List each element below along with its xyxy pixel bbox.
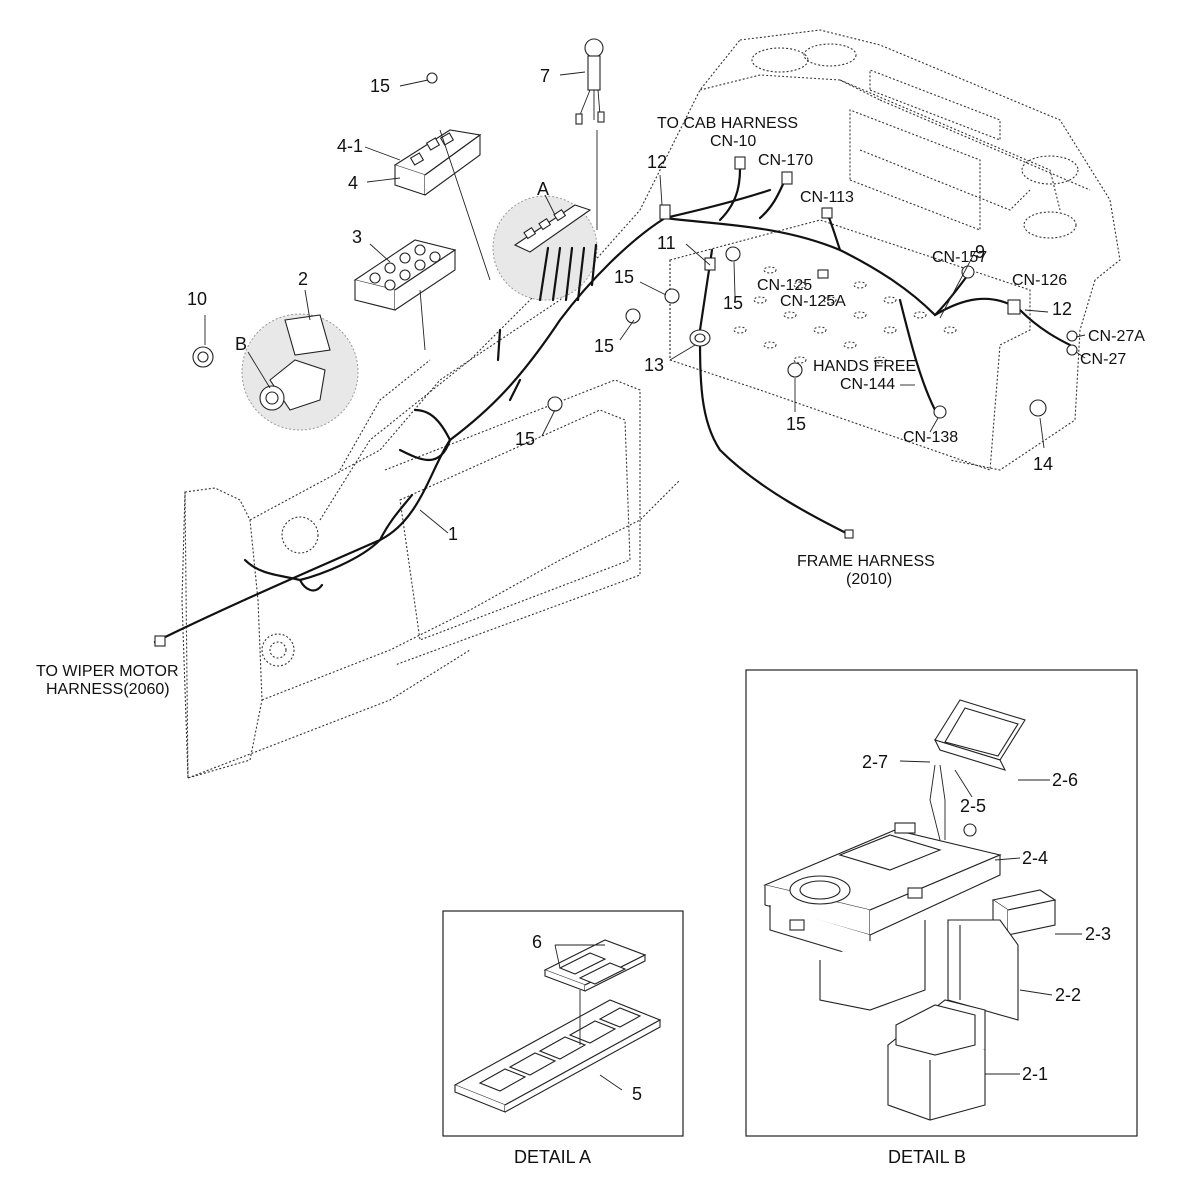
callout-2-5: 2-5 (960, 796, 986, 816)
detail-a-box (442, 910, 684, 1137)
callout-15-floor: 15 (786, 414, 806, 434)
cn-170-label: CN-170 (758, 152, 813, 169)
callout-11: 11 (657, 233, 676, 253)
callout-4: 4 (348, 173, 358, 193)
leader-lines (204, 71, 1086, 534)
cigar-lighter-7 (575, 38, 605, 125)
cab-harness-label-line1: TO CAB HARNESS (657, 115, 798, 132)
callout-2-1: 2-1 (1022, 1064, 1048, 1084)
hands-free-label-line1: HANDS FREE (813, 358, 916, 375)
detail-titles: DETAIL A DETAIL B (514, 1147, 966, 1167)
callout-2-6: 2-6 (1052, 770, 1078, 790)
power-socket-10 (192, 346, 214, 368)
callout-2: 2 (298, 269, 308, 289)
callout-15-top: 15 (370, 76, 390, 96)
callout-15-right: 15 (723, 293, 743, 313)
wiper-harness-label-line2: HARNESS(2060) (46, 681, 170, 698)
detail-a-title: DETAIL A (514, 1147, 591, 1167)
callout-7: 7 (540, 66, 550, 86)
detail-a-switches (513, 204, 592, 253)
frame-harness-label-line2: (2010) (846, 571, 892, 588)
callout-15-mid: 15 (614, 267, 634, 287)
cab-body-outline (181, 29, 1121, 779)
cn-113-label: CN-113 (800, 189, 854, 206)
wiper-harness-label-line1: TO WIPER MOTOR (36, 663, 179, 680)
cn-27-label: CN-27 (1080, 351, 1126, 368)
connector-labels: TO CAB HARNESS CN-10 CN-170 CN-113 CN-15… (36, 115, 1145, 698)
connector-marks (154, 156, 975, 647)
callout-2-2: 2-2 (1055, 985, 1081, 1005)
callout-1: 1 (448, 524, 458, 544)
callout-6: 6 (532, 932, 542, 952)
cn-125a-label: CN-125A (780, 293, 846, 310)
callout-2-4: 2-4 (1022, 848, 1048, 868)
floor-plate-holes (733, 266, 957, 364)
callout-labels: 15 4-1 4 3 2 10 B 7 A 12 11 15 15 15 13 … (187, 66, 1111, 1104)
callout-letter-a: A (537, 179, 549, 199)
cn-125-label: CN-125 (757, 277, 812, 294)
callout-10: 10 (187, 289, 207, 309)
detail-b-box (745, 669, 1138, 1137)
clips-12 (659, 204, 1021, 315)
grommet-13 (689, 329, 711, 347)
callout-13: 13 (644, 355, 664, 375)
cab-harness-label-line2: CN-10 (710, 133, 756, 150)
main-harness-wires (153, 163, 1072, 644)
cn-138-label: CN-138 (903, 429, 958, 446)
callout-5: 5 (632, 1084, 642, 1104)
frame-harness-label-line1: FRAME HARNESS (797, 553, 935, 570)
callout-2-7: 2-7 (862, 752, 888, 772)
cn-27a-label: CN-27A (1088, 328, 1145, 345)
callout-15-bottom: 15 (515, 429, 535, 449)
hands-free-label-line2: CN-144 (840, 376, 895, 393)
callout-3: 3 (352, 227, 362, 247)
cn-126-label: CN-126 (1012, 272, 1067, 289)
cn-157-label: CN-157 (932, 249, 987, 266)
callout-letter-b: B (235, 334, 247, 354)
bolts (426, 72, 1078, 419)
callout-9: 9 (975, 242, 985, 262)
callout-12-top: 12 (647, 152, 667, 172)
callout-12-right: 12 (1052, 299, 1072, 319)
switch-block-3 (353, 239, 457, 311)
callout-2-3: 2-3 (1085, 924, 1111, 944)
detail-b-title: DETAIL B (888, 1147, 966, 1167)
switch-panel-4 (393, 129, 482, 196)
callout-14: 14 (1033, 454, 1053, 474)
callout-4-1: 4-1 (337, 136, 363, 156)
callout-15-left: 15 (594, 336, 614, 356)
detail-b-console-small (259, 314, 331, 411)
